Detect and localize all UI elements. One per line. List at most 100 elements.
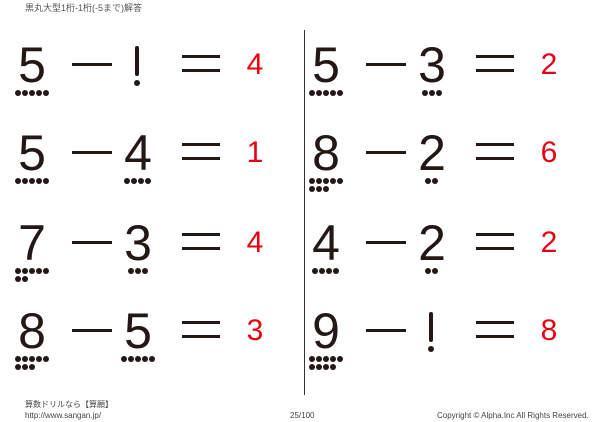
dot xyxy=(322,90,329,96)
equals-sign xyxy=(476,233,514,250)
digit: 5 xyxy=(18,125,46,181)
digit-one-stroke xyxy=(429,312,433,342)
minuend: 8 xyxy=(304,128,348,198)
minus-sign xyxy=(72,241,112,244)
worksheet-title: 黒丸大型1桁-1桁(-5まで)解答 xyxy=(25,3,143,13)
minuend: 9 xyxy=(304,306,348,376)
dot xyxy=(326,268,332,274)
dot xyxy=(14,268,21,274)
subtrahend: 4 xyxy=(116,128,160,198)
minuend: 5 xyxy=(304,40,348,110)
dot xyxy=(308,356,315,362)
dot xyxy=(131,178,137,184)
minuend: 5 xyxy=(10,128,54,198)
dot xyxy=(35,356,42,362)
subtrahend: 3 xyxy=(116,218,160,288)
minuend: 5 xyxy=(10,40,54,110)
dot xyxy=(134,356,141,362)
minus-sign xyxy=(366,329,406,332)
dot xyxy=(336,356,343,362)
counting-dots xyxy=(308,356,369,372)
minuend: 4 xyxy=(304,218,348,288)
digit: 2 xyxy=(418,215,446,271)
dot xyxy=(322,364,329,370)
dot xyxy=(141,356,148,362)
subtraction-problem: 7 3 4 xyxy=(10,218,310,288)
answer: 4 xyxy=(246,48,264,81)
dot xyxy=(308,364,315,370)
column-divider xyxy=(304,30,305,395)
counting-dots xyxy=(14,178,75,186)
minus-sign xyxy=(366,241,406,244)
subtrahend: 5 xyxy=(116,306,160,376)
dot xyxy=(428,90,435,96)
dot xyxy=(319,268,325,274)
dot xyxy=(329,364,336,370)
dot xyxy=(42,178,49,184)
footer-url[interactable]: http://www.sangan.jp/ xyxy=(25,411,102,420)
dot xyxy=(432,268,438,274)
dot xyxy=(21,90,28,96)
subtrahend: 2 xyxy=(410,218,454,288)
dot xyxy=(145,178,151,184)
dot xyxy=(14,276,21,282)
dot xyxy=(127,268,134,274)
dot xyxy=(308,186,315,192)
subtrahend xyxy=(410,306,454,376)
counting-dots xyxy=(308,178,369,194)
dot xyxy=(148,356,155,362)
counting-dots xyxy=(14,356,75,372)
dot xyxy=(14,356,21,362)
answer: 4 xyxy=(246,226,264,259)
minus-sign xyxy=(366,63,406,66)
dot xyxy=(35,178,42,184)
counting-dots xyxy=(312,268,372,276)
counting-dots xyxy=(124,178,184,186)
digit: 5 xyxy=(312,37,340,93)
digit: 4 xyxy=(124,125,152,181)
minus-sign xyxy=(366,151,406,154)
minuend: 8 xyxy=(10,306,54,376)
digit-one-dot xyxy=(134,80,140,86)
dot xyxy=(28,268,35,274)
dot xyxy=(315,178,322,184)
dot xyxy=(120,356,127,362)
digit: 5 xyxy=(18,37,46,93)
dot xyxy=(127,356,134,362)
footer-brand: 算数ドリルなら【算願】 xyxy=(25,400,113,409)
equals-sign xyxy=(182,55,220,72)
answer: 1 xyxy=(246,136,264,169)
counting-dots xyxy=(425,268,485,276)
answer: 2 xyxy=(540,48,558,81)
copyright: Copyright © Alpha.Inc All Rights Reserve… xyxy=(437,411,589,420)
dot xyxy=(21,364,28,370)
dot xyxy=(42,268,49,274)
dot xyxy=(435,90,442,96)
counting-dots xyxy=(14,90,75,98)
dot xyxy=(21,268,28,274)
dot xyxy=(329,90,336,96)
answer: 2 xyxy=(540,226,558,259)
digit: 8 xyxy=(18,303,46,359)
dot xyxy=(124,178,130,184)
equals-sign xyxy=(476,143,514,160)
digit: 7 xyxy=(18,215,46,271)
digit: 5 xyxy=(124,303,152,359)
dot xyxy=(322,186,329,192)
dot xyxy=(329,356,336,362)
digit: 4 xyxy=(312,215,340,271)
dot xyxy=(432,178,438,184)
dot xyxy=(134,268,141,274)
digit-one-stroke xyxy=(135,46,139,76)
dot xyxy=(421,90,428,96)
dot xyxy=(425,268,431,274)
dot xyxy=(308,178,315,184)
answer: 8 xyxy=(540,314,558,347)
equals-sign xyxy=(476,321,514,338)
dot xyxy=(21,276,28,282)
dot xyxy=(329,178,336,184)
dot xyxy=(312,268,318,274)
equals-sign xyxy=(182,143,220,160)
